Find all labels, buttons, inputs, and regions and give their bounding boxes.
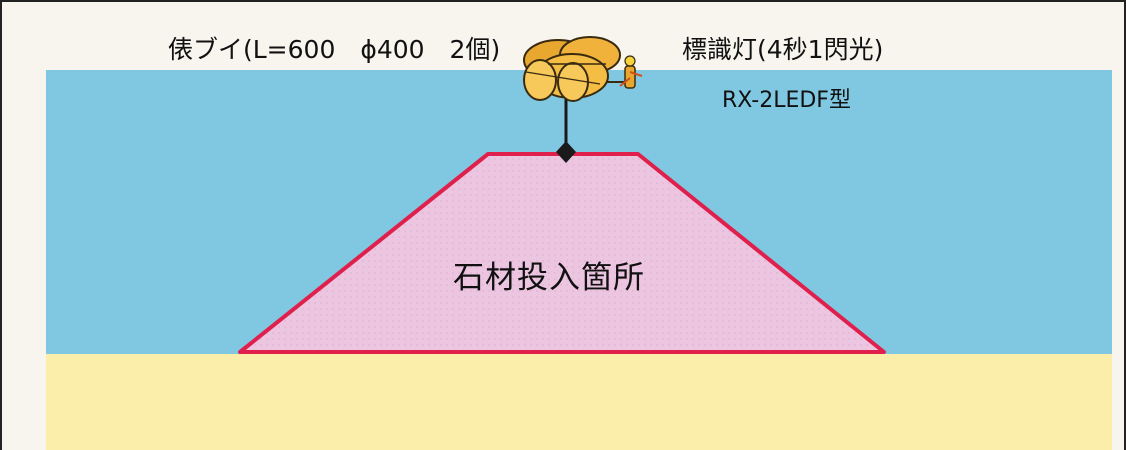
stone-mound (238, 152, 886, 354)
signal-light-icon (606, 55, 643, 89)
anchor-marker (556, 141, 576, 163)
stone-mound-outline (238, 152, 886, 354)
buoy-icon (523, 36, 621, 102)
seabed-area (46, 354, 1112, 450)
stone-area-label: 石材投入箇所 (453, 260, 645, 296)
buoy-label: 俵ブイ(L=600 ϕ400 2個) (168, 35, 501, 64)
signal-light-model-label: RX-2LEDF型 (722, 88, 851, 113)
signal-light-label: 標識灯(4秒1閃光) (682, 35, 884, 64)
